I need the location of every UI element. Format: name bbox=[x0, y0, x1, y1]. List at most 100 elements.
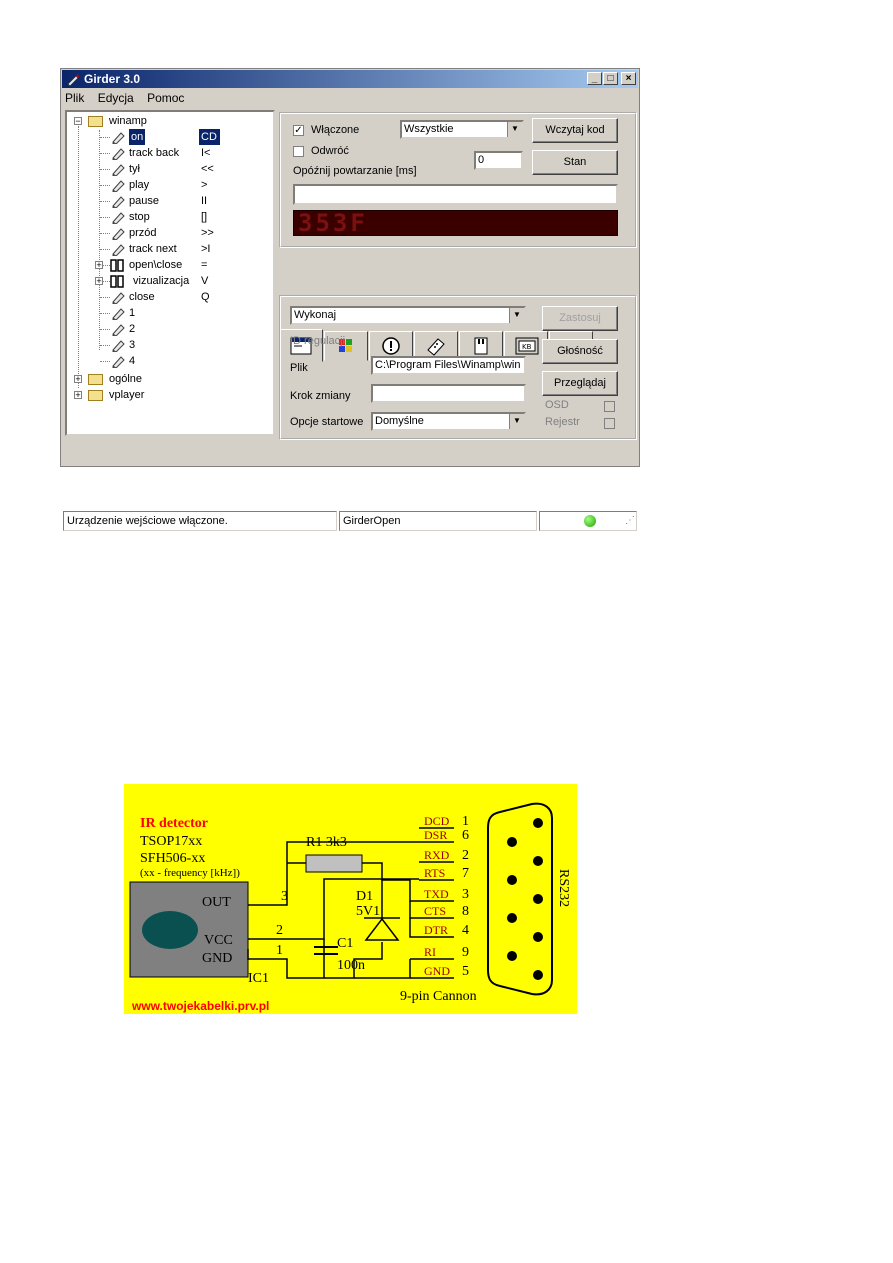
tab-window[interactable] bbox=[279, 329, 323, 362]
close-button[interactable]: × bbox=[621, 72, 636, 85]
code-input[interactable] bbox=[293, 184, 618, 205]
pencil-icon bbox=[112, 148, 125, 160]
chevron-down-icon[interactable]: ▼ bbox=[509, 308, 524, 323]
tree-item-ty-[interactable]: tył<< bbox=[67, 161, 267, 177]
startup-select-value: Domyślne bbox=[375, 415, 424, 427]
pencil-icon bbox=[112, 308, 125, 320]
osd-label: OSD bbox=[545, 399, 569, 411]
tree-item-key: CD bbox=[199, 129, 220, 145]
sdcard-icon bbox=[474, 337, 488, 355]
resize-grip-icon[interactable]: ⋰ bbox=[625, 515, 635, 526]
pin-name-label: DTR bbox=[424, 923, 448, 937]
windows-logo-icon bbox=[339, 339, 352, 352]
browse-button[interactable]: Przeglądaj bbox=[542, 371, 618, 396]
tree-connector bbox=[100, 169, 110, 170]
menu-edycja[interactable]: Edycja bbox=[97, 91, 134, 105]
tree-folder-winamp[interactable]: − winamp bbox=[67, 113, 267, 129]
expand-icon[interactable]: + bbox=[74, 374, 82, 384]
action-select[interactable]: Wykonaj ▼ bbox=[290, 306, 526, 325]
ir-circuit-diagram: IR detector TSOP17xx SFH506-xx (xx - fre… bbox=[124, 784, 577, 1014]
tree-item-label: 4 bbox=[129, 355, 136, 367]
tree-item-2[interactable]: 2 bbox=[67, 321, 267, 337]
title-bar[interactable]: Girder 3.0 _ □ × bbox=[62, 70, 638, 88]
id-label: ID regulacji bbox=[290, 335, 346, 347]
chevron-down-icon[interactable]: ▼ bbox=[507, 122, 522, 137]
pin-number-label: 5 bbox=[462, 964, 469, 979]
c1-label: C1 bbox=[337, 936, 353, 951]
tree-item-label: stop bbox=[129, 211, 150, 223]
tree-item-key: Q bbox=[201, 291, 210, 303]
tree-item-track-next[interactable]: track next>I bbox=[67, 241, 267, 257]
invert-checkbox[interactable] bbox=[293, 146, 304, 157]
startup-label: Opcje startowe bbox=[290, 416, 364, 428]
girder-window: Girder 3.0 _ □ × Plik Edycja Pomoc − win… bbox=[60, 68, 640, 531]
tree-guide-line bbox=[78, 126, 79, 388]
menu-plik[interactable]: Plik bbox=[65, 91, 85, 105]
repeat-delay-input[interactable]: 0 bbox=[474, 151, 523, 170]
tree-item-open-close[interactable]: +open\close= bbox=[67, 257, 267, 273]
tree-item-3[interactable]: 3 bbox=[67, 337, 267, 353]
website-url[interactable]: www.twojekabelki.prv.pl bbox=[131, 999, 269, 1013]
chevron-down-icon[interactable]: ▼ bbox=[509, 414, 524, 429]
out-label: OUT bbox=[202, 895, 231, 910]
register-checkbox[interactable] bbox=[604, 418, 615, 429]
step-input[interactable] bbox=[371, 384, 526, 403]
collapse-icon[interactable]: − bbox=[74, 116, 82, 126]
multigroup-icon bbox=[110, 275, 124, 288]
tree-item-stop[interactable]: stop[] bbox=[67, 209, 267, 225]
tree-item-label: przód bbox=[129, 227, 157, 239]
group-select[interactable]: Wszystkie ▼ bbox=[400, 120, 524, 139]
tree-item-play[interactable]: play> bbox=[67, 177, 267, 193]
tree-item-1[interactable]: 1 bbox=[67, 305, 267, 321]
tab-windows-logo[interactable] bbox=[324, 331, 368, 361]
pencil-icon bbox=[112, 164, 125, 176]
folder-open-icon bbox=[88, 116, 103, 127]
expand-icon[interactable]: + bbox=[95, 260, 103, 270]
expand-icon[interactable]: + bbox=[95, 276, 103, 286]
expand-icon[interactable]: + bbox=[74, 390, 82, 400]
maximize-button[interactable]: □ bbox=[603, 72, 618, 85]
diagram-title: IR detector bbox=[140, 816, 208, 831]
pencil-icon bbox=[112, 228, 125, 240]
tree-folder-vplayer[interactable]: + vplayer bbox=[67, 387, 267, 403]
alert-icon bbox=[382, 337, 400, 355]
menu-pomoc[interactable]: Pomoc bbox=[147, 91, 185, 105]
tree-folder-ogolne[interactable]: + ogólne bbox=[67, 371, 267, 387]
file-input[interactable]: C:\Program Files\Winamp\win bbox=[371, 356, 526, 375]
pencil-icon bbox=[112, 324, 125, 336]
led-code-display: 353F bbox=[293, 210, 618, 236]
d1-label: D1 bbox=[356, 889, 373, 904]
tree-item-4[interactable]: 4 bbox=[67, 353, 267, 369]
osd-checkbox[interactable] bbox=[604, 401, 615, 412]
startup-select[interactable]: Domyślne ▼ bbox=[371, 412, 526, 431]
menu-bar: Plik Edycja Pomoc bbox=[65, 91, 194, 109]
enabled-checkbox[interactable]: ✓ bbox=[293, 125, 304, 136]
enabled-label: Włączone bbox=[311, 124, 360, 136]
group-select-value: Wszystkie bbox=[404, 123, 454, 135]
tree-guide-line bbox=[99, 130, 100, 350]
state-button[interactable]: Stan bbox=[532, 150, 618, 175]
tree-item-key: I< bbox=[201, 147, 211, 159]
pin-number-label: 9 bbox=[462, 945, 469, 960]
tree-label: vplayer bbox=[109, 389, 145, 401]
volume-button[interactable]: Głośność bbox=[542, 339, 618, 364]
load-code-button[interactable]: Wczytaj kod bbox=[532, 118, 618, 143]
r1-label: R1 3k3 bbox=[306, 835, 347, 850]
tree-item-label: play bbox=[129, 179, 150, 191]
tree-item-key: = bbox=[201, 259, 208, 271]
d1-value: 5V1 bbox=[356, 904, 380, 919]
pin-number-label: 2 bbox=[462, 848, 469, 863]
capacitor-c1 bbox=[314, 946, 338, 955]
tree-item-prz-d[interactable]: przód>> bbox=[67, 225, 267, 241]
minimize-button[interactable]: _ bbox=[587, 72, 602, 85]
tree-connector bbox=[100, 137, 110, 138]
apply-button[interactable]: Zastosuj bbox=[542, 306, 618, 331]
tree-item-label: vizualizacja bbox=[133, 275, 190, 287]
